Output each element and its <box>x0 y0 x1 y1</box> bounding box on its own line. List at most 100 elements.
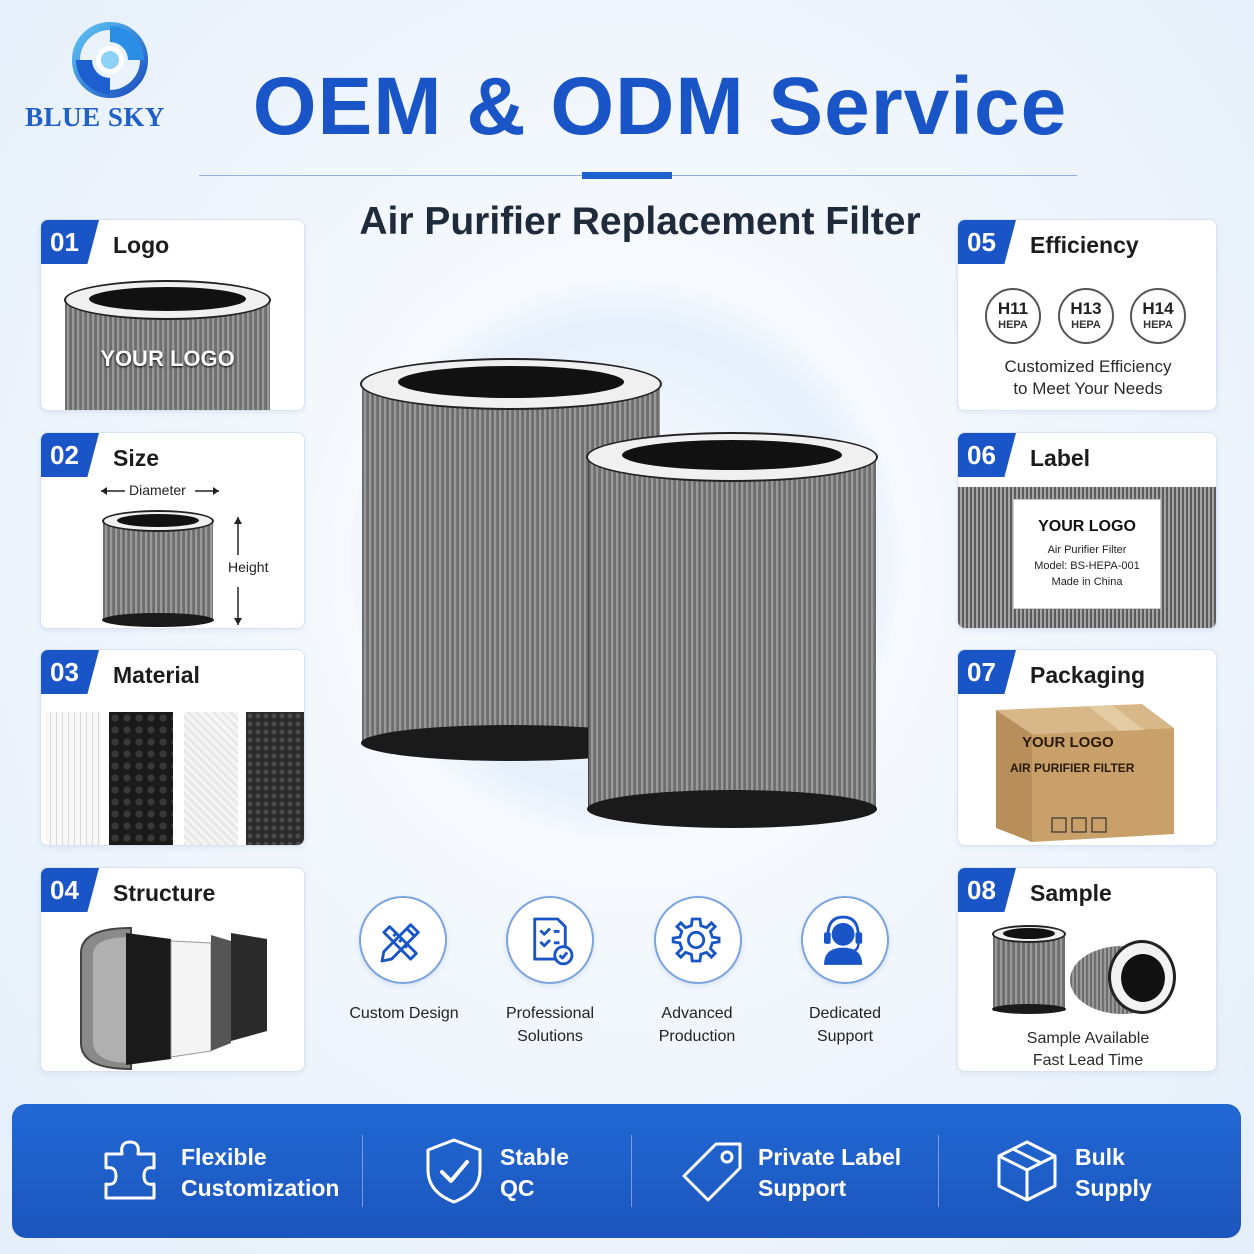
card-efficiency: 05 Efficiency H11 HEPA H13 HEPA H14 HEPA… <box>957 219 1217 411</box>
title-divider-accent <box>582 172 672 179</box>
filter-core <box>117 514 199 527</box>
hepa-grade: H11 <box>997 299 1029 318</box>
hepa-grade-badge: H11 HEPA <box>985 288 1041 344</box>
hepa-grade: H14 <box>1142 299 1174 318</box>
card-number: 01 <box>41 220 99 264</box>
filter-image <box>103 521 213 621</box>
filter-core <box>1003 928 1055 939</box>
filter-core <box>622 440 842 470</box>
label-line: Made in China <box>1051 576 1123 588</box>
benefits-bar <box>12 1104 1241 1238</box>
headset-icon <box>824 915 863 965</box>
box-logo: YOUR LOGO <box>1022 734 1114 751</box>
feature-label-line: Production <box>658 1028 736 1045</box>
bar-divider <box>631 1135 632 1207</box>
benefit-label-line: Supply <box>1075 1175 1152 1201</box>
feature-label-line: Advanced <box>661 1005 733 1022</box>
caption-line: Fast Lead Time <box>1032 1052 1144 1069</box>
feature-icon-circle <box>801 896 889 984</box>
hepa-type: HEPA <box>1071 319 1101 331</box>
box-text: AIR PURIFIER FILTER <box>1010 761 1135 775</box>
filter-core <box>1121 954 1165 1002</box>
checklist-icon <box>533 917 574 966</box>
card-title: Efficiency <box>1030 232 1139 258</box>
box-icon <box>997 1140 1057 1202</box>
card-size: 02 Size Diameter Height <box>40 432 305 629</box>
height-label: Height <box>228 559 269 575</box>
benefit-label-line: Bulk <box>1075 1144 1125 1170</box>
benefit-label-line: Private Label <box>758 1144 902 1170</box>
card-title: Structure <box>113 880 216 906</box>
benefit-label: Stable QC <box>500 1142 569 1204</box>
diameter-label: Diameter <box>129 482 186 498</box>
caption-line: Customized Efficiency <box>1004 357 1172 376</box>
card-logo: 01 Logo YOUR LOGO <box>40 219 305 411</box>
gear-icon <box>671 917 721 963</box>
efficiency-caption: Customized Efficiency to Meet Your Needs <box>968 356 1208 400</box>
hero-filter-front <box>588 455 876 810</box>
material-carbon-foam-swatch <box>246 712 304 845</box>
card-number: 03 <box>41 650 99 694</box>
feature-label-line: Custom Design <box>349 1005 459 1022</box>
feature-label: Advanced Production <box>627 1002 767 1048</box>
hepa-grade-badge: H13 HEPA <box>1058 288 1114 344</box>
benefit-label-line: QC <box>500 1175 535 1201</box>
feature-label-line: Dedicated <box>808 1005 882 1022</box>
bar-divider <box>362 1135 363 1207</box>
cardboard-box-illustration <box>996 704 1174 842</box>
card-number: 08 <box>958 868 1016 912</box>
filter-base <box>102 613 214 627</box>
feature-icon-circle <box>359 896 447 984</box>
card-material: 03 Material <box>40 649 305 846</box>
card-number: 02 <box>41 433 99 477</box>
card-packaging: 07 Packaging YOUR LOGO AIR PURIFIER FILT… <box>957 649 1217 846</box>
card-number: 07 <box>958 650 1016 694</box>
card-number: 06 <box>958 433 1016 477</box>
card-title: Sample <box>1030 880 1112 906</box>
feature-label-line: Support <box>816 1028 874 1045</box>
card-sample: 08 Sample Sample Available Fast Lead Tim… <box>957 867 1217 1072</box>
feature-label-line: Solutions <box>517 1028 583 1045</box>
caption-line: Sample Available <box>1026 1030 1150 1047</box>
card-structure: 04 Structure <box>40 867 305 1072</box>
caption-line: to Meet Your Needs <box>1013 379 1163 398</box>
feature-label-line: Professional <box>505 1005 595 1022</box>
card-number: 04 <box>41 868 99 912</box>
filter-core <box>89 287 246 311</box>
page-title: OEM & ODM Service <box>252 61 1068 152</box>
card-title: Logo <box>113 232 170 258</box>
card-title: Size <box>113 445 160 471</box>
card-title: Packaging <box>1030 662 1146 688</box>
bar-divider <box>938 1135 939 1207</box>
filter-layers-illustration <box>80 926 267 1071</box>
hepa-grade-badge: H14 HEPA <box>1130 288 1186 344</box>
benefit-label: Bulk Supply <box>1075 1142 1152 1204</box>
card-label: 06 Label YOUR LOGO Air Purifier Filter M… <box>957 432 1217 629</box>
product-label-sticker: YOUR LOGO Air Purifier Filter Model: BS-… <box>1013 499 1161 609</box>
brand-name: BLUE SKY <box>25 102 165 132</box>
benefit-label-line: Flexible <box>181 1144 267 1170</box>
benefit-label-line: Stable <box>500 1144 570 1170</box>
brand: BLUE SKY <box>20 20 170 140</box>
page-subtitle: Air Purifier Replacement Filter <box>359 200 921 243</box>
hepa-type: HEPA <box>998 319 1028 331</box>
hepa-grade: H13 <box>1070 299 1102 318</box>
feature-label: Dedicated Support <box>775 1002 915 1048</box>
benefit-label-line: Customization <box>181 1175 340 1201</box>
diameter-arrow-icon <box>101 487 219 495</box>
benefit-label-line: Support <box>758 1175 847 1201</box>
card-title: Label <box>1030 445 1091 471</box>
material-hepa-swatch <box>45 712 101 845</box>
pencil-ruler-icon <box>380 923 420 963</box>
logo-print: YOUR LOGO <box>100 346 235 371</box>
label-line: Model: BS-HEPA-001 <box>1034 560 1140 572</box>
hepa-type: HEPA <box>1143 319 1173 331</box>
brand-logo-icon <box>72 22 148 98</box>
sample-filter-image <box>993 933 1065 1011</box>
tag-icon <box>682 1142 742 1202</box>
filter-core <box>398 366 624 398</box>
shield-check-icon <box>426 1138 482 1204</box>
card-title: Material <box>113 662 200 688</box>
benefit-label: Private Label Support <box>758 1142 901 1204</box>
filter-base <box>992 1004 1066 1014</box>
